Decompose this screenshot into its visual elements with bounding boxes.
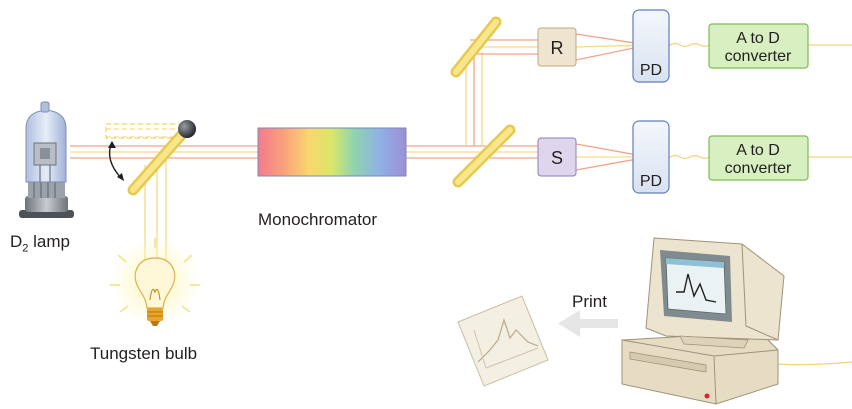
d2-lamp-icon	[19, 101, 74, 218]
converter-bottom: A to D converter	[708, 135, 809, 181]
print-label: Print	[572, 292, 607, 311]
monochromator	[257, 127, 407, 177]
monochromator-label: Monochromator	[258, 210, 378, 229]
d2-lamp-label-subscript: 2	[22, 242, 29, 255]
reference-cell-label: R	[551, 38, 564, 58]
sample-cell-label: S	[551, 148, 563, 168]
photodiode-bottom-label: PD	[640, 173, 662, 190]
d2-lamp-label: D2 lamp	[10, 232, 70, 254]
photodiode-bottom: PD	[632, 120, 670, 194]
photodiode-top-label: PD	[640, 62, 662, 79]
pivot-mirror-icon	[105, 120, 196, 196]
tungsten-bulb-label: Tungsten bulb	[90, 344, 198, 363]
converter-top-line2: converter	[725, 48, 792, 65]
rotate-arrow-down-icon	[117, 173, 124, 181]
converter-top-line1: A to D	[736, 30, 780, 47]
converter-bottom-line1: A to D	[736, 142, 780, 159]
arrow-left-icon	[558, 310, 618, 337]
reference-cell: R	[537, 27, 577, 67]
converter-top: A to D converter	[708, 23, 809, 69]
photodiode-top: PD	[632, 9, 670, 83]
tungsten-bulb-icon	[110, 238, 200, 326]
printout-icon	[457, 295, 549, 387]
rotate-arrow-up-icon	[108, 141, 116, 148]
converter-bottom-line2: converter	[725, 160, 792, 177]
d2-lamp-label-main: D	[10, 232, 23, 251]
sample-cell: S	[537, 137, 577, 177]
computer-icon	[621, 237, 785, 405]
beam-splitter-icon	[450, 16, 516, 188]
d2-lamp-label-rest: lamp	[28, 232, 70, 251]
